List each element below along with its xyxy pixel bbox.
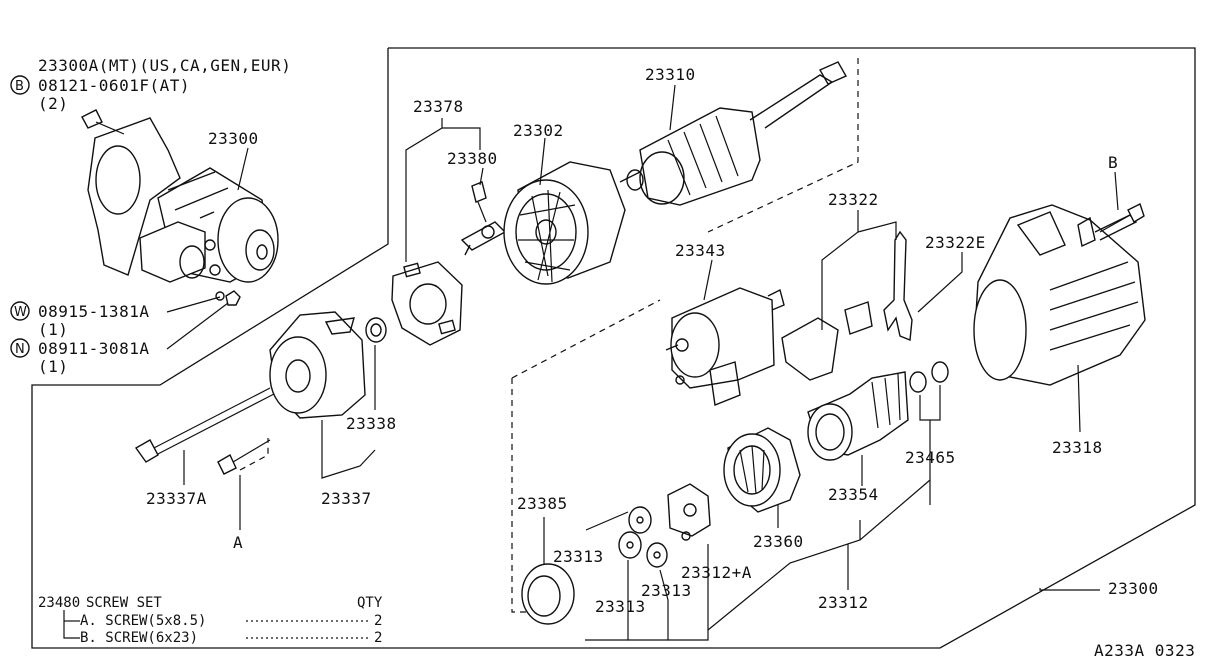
- screw-set-table: 23480 SCREW SET QTY A. SCREW(5x8.5) 2 B.…: [38, 595, 383, 646]
- labels: 23300A(MT)(US,CA,GEN,EUR) B 08121-0601F(…: [10, 56, 1159, 616]
- part-label-23318: 23318: [1052, 438, 1103, 457]
- gear-case-drawing: [973, 204, 1146, 386]
- washer-marker-circle: [10, 301, 30, 321]
- variant-label: 23300A(MT)(US,CA,GEN,EUR): [38, 56, 291, 75]
- screw-row-b-qty: 2: [374, 630, 382, 646]
- lever-drawing: [781, 230, 913, 381]
- assembly-frame: [31, 47, 1196, 649]
- armature-drawing: [619, 61, 847, 206]
- rear-cover-drawing: [269, 311, 366, 419]
- part-label-23380: 23380: [447, 149, 498, 168]
- through-bolt-drawing: [134, 387, 275, 463]
- starter-assembly-drawing: [81, 109, 279, 306]
- figure-code: A233A 0323: [1094, 641, 1195, 660]
- part-label-23310: 23310: [645, 65, 696, 84]
- nut-qty-label: (1): [38, 357, 68, 376]
- part-label-23312: 23312: [818, 593, 869, 612]
- bolt-marker-circle: [10, 75, 30, 95]
- screw-a-drawing: [217, 439, 271, 475]
- part-label-23302: 23302: [513, 121, 564, 140]
- screw-set-code: 23480: [38, 595, 80, 611]
- part-label-23360: 23360: [753, 532, 804, 551]
- bush-drawing: [365, 317, 387, 343]
- part-label-23337a: 23337A: [146, 489, 207, 508]
- washer-marker: W: [14, 305, 27, 320]
- screw-set-qty-header: QTY: [357, 595, 383, 611]
- internal-gear-drawing: [667, 483, 711, 541]
- part-label-23465: 23465: [905, 448, 956, 467]
- part-label-23300: 23300: [208, 129, 259, 148]
- ref-label-b: B: [1108, 153, 1118, 172]
- bolt-marker: B: [15, 79, 24, 94]
- screw-row-a-qty: 2: [374, 613, 382, 629]
- washer-qty-label: (1): [38, 320, 68, 339]
- yoke-drawing: [503, 161, 626, 285]
- clutch-drawing: [723, 427, 801, 513]
- planetary-gears-drawing: [618, 506, 668, 568]
- brush-drawing: [460, 181, 507, 256]
- brush-holder-drawing: [391, 261, 463, 346]
- bolt-qty-label: (2): [38, 94, 68, 113]
- part-label-23385: 23385: [517, 494, 568, 513]
- part-label-23338: 23338: [346, 414, 397, 433]
- nut-marker-circle: [10, 338, 30, 358]
- stop-ring-drawing: [909, 361, 949, 393]
- screw-row-b-item: B. SCREW(6x23): [80, 630, 198, 646]
- part-label-23354: 23354: [828, 485, 879, 504]
- pinion-sleeve-drawing: [521, 563, 575, 625]
- part-label-23322: 23322: [828, 190, 879, 209]
- part-label-23322e: 23322E: [925, 233, 986, 252]
- screw-set-title: SCREW SET: [86, 595, 162, 611]
- screw-row-a-item: A. SCREW(5x8.5): [80, 613, 206, 629]
- part-label-23378: 23378: [413, 97, 464, 116]
- part-label-23343: 23343: [675, 241, 726, 260]
- part-label-23300-assy: 23300: [1108, 579, 1159, 598]
- pinion-drawing: [807, 371, 909, 461]
- nut-code-label: 08911-3081A: [38, 339, 149, 358]
- bolt-code-label: 08121-0601F(AT): [38, 76, 190, 95]
- screw-b-drawing: [1099, 203, 1145, 233]
- part-label-23337: 23337: [321, 489, 372, 508]
- part-label-23313-b: 23313: [641, 581, 692, 600]
- magnetic-switch-drawing: [665, 287, 785, 406]
- ref-label-a: A: [233, 533, 243, 552]
- washer-code-label: 08915-1381A: [38, 302, 149, 321]
- leader-lines: [166, 84, 1119, 641]
- part-label-23313-c: 23313: [595, 597, 646, 616]
- part-label-23312-a: 23312+A: [681, 563, 752, 582]
- nut-marker: N: [15, 342, 25, 357]
- part-label-23313-a: 23313: [553, 547, 604, 566]
